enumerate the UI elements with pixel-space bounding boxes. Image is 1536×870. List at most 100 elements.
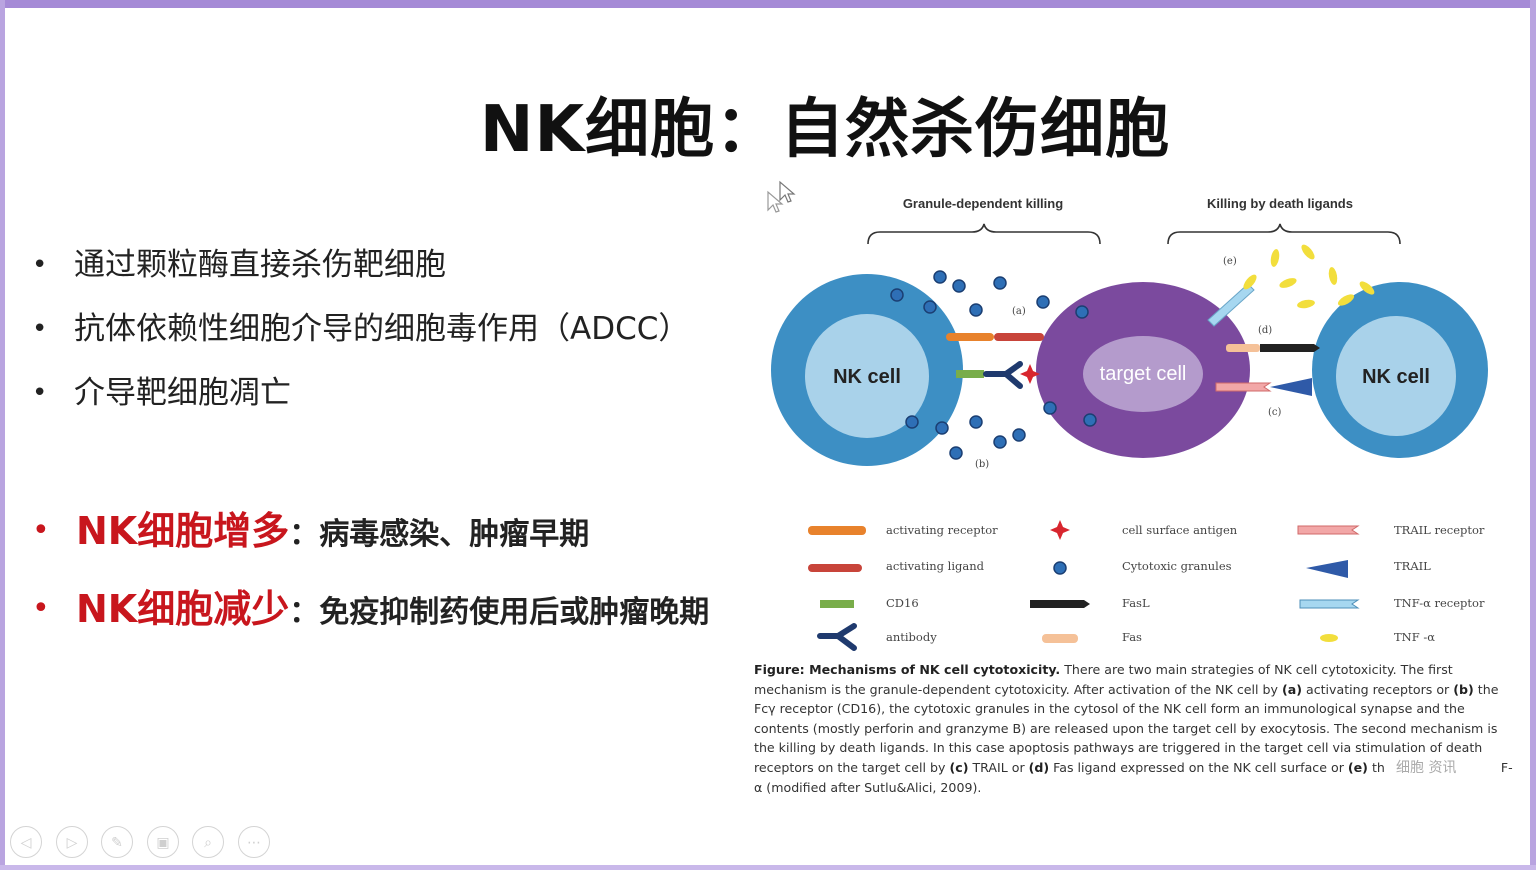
caption-mark: (d) xyxy=(1028,759,1050,775)
tnf-alpha xyxy=(1337,294,1355,306)
legend-swatch-trail-receptor xyxy=(1297,525,1360,535)
mark-d: (d) xyxy=(1258,325,1272,336)
highlight-item-decrease: • NK细胞减少：免疫抑制药使用后或肿瘤晚期 xyxy=(32,581,772,659)
cell-surface-antigen xyxy=(1020,364,1040,384)
nk-cell-inner xyxy=(805,314,929,438)
granule xyxy=(969,303,983,317)
bullet-item: • 抗体依赖性细胞介导的细胞毒作用（ADCC） xyxy=(32,304,752,368)
bullet-dot: • xyxy=(32,314,48,344)
bullet-list: • 通过颗粒酶直接杀伤靶细胞 • 抗体依赖性细胞介导的细胞毒作用（ADCC） •… xyxy=(32,240,752,432)
caption-mark: (c) xyxy=(949,759,969,775)
figure-caption: Figure: Mechanisms of NK cell cytotoxici… xyxy=(754,660,1519,797)
fasl xyxy=(1260,344,1320,352)
tnf-alpha-molecules xyxy=(1243,244,1375,309)
legend-swatch-fasl xyxy=(1030,600,1090,608)
granule xyxy=(1036,295,1050,309)
brace-right xyxy=(1167,223,1401,245)
bullet-dot: • xyxy=(32,591,50,626)
trail-receptor xyxy=(1215,382,1272,392)
granule xyxy=(935,421,949,435)
window-frame-bottom xyxy=(0,865,1536,870)
nk-cell-inner xyxy=(1336,316,1456,436)
caption-text: th xyxy=(1367,759,1385,775)
cytotoxic-granules xyxy=(890,270,1097,460)
caption-text: the Fcγ receptor (CD16), the cytotoxic g… xyxy=(754,681,1499,775)
legend-swatch-trail xyxy=(1306,560,1348,578)
pen-icon[interactable]: ✎ xyxy=(101,826,133,858)
nk-cell-label: NK cell xyxy=(1362,366,1430,388)
caption-mark: (b) xyxy=(1453,681,1474,697)
bullet-item: • 通过颗粒酶直接杀伤靶细胞 xyxy=(32,240,752,304)
highlight-text: 病毒感染、肿瘤早期 xyxy=(319,517,590,552)
header-granule-killing: Granule-dependent killing xyxy=(903,196,1063,211)
highlight-label: NK细胞减少 xyxy=(76,587,290,631)
caption-text: There are two main strategies of NK cell… xyxy=(754,662,1453,697)
bullet-item: • 介导靶细胞凋亡 xyxy=(32,368,752,432)
legend-label: activating ligand xyxy=(886,559,985,573)
bullet-dot: • xyxy=(32,250,48,280)
legend-label: Cytotoxic granules xyxy=(1122,559,1232,573)
window-frame-left xyxy=(0,0,5,870)
tnf-alpha xyxy=(1270,249,1280,267)
brace-left xyxy=(867,223,1101,245)
granule xyxy=(1083,413,1097,427)
caption-text: Fas ligand expressed on the NK cell surf… xyxy=(1049,759,1348,775)
trail xyxy=(1270,378,1312,396)
legend-swatch-activating-receptor xyxy=(808,526,866,535)
mark-c: (c) xyxy=(1268,407,1282,418)
highlight-sep: ： xyxy=(289,595,320,630)
nk-cell-label: NK cell xyxy=(833,366,901,388)
target-cell-label: target cell xyxy=(1100,363,1187,385)
fas xyxy=(1226,344,1260,352)
slides-icon[interactable]: ▣ xyxy=(147,826,179,858)
watermark: 细胞 资讯 xyxy=(1396,760,1457,776)
slide-title: NK细胞：自然杀伤细胞 xyxy=(479,93,1171,167)
activating-receptor xyxy=(946,333,994,341)
diagram-legend: activating receptor activating ligand CD… xyxy=(808,520,1485,651)
activating-ligand xyxy=(994,333,1044,341)
mark-e: (e) xyxy=(1223,256,1237,267)
tnf-alpha xyxy=(1328,267,1338,285)
target-cell: target cell xyxy=(1036,282,1250,458)
legend-label: TNF -α xyxy=(1394,630,1435,644)
legend-swatch-antigen xyxy=(1050,520,1070,540)
legend-label: FasL xyxy=(1122,596,1150,610)
highlight-label: NK细胞增多 xyxy=(76,509,290,553)
nk-cytotoxicity-diagram: Granule-dependent killing Killing by dea… xyxy=(771,196,1488,651)
legend-swatch-tnf xyxy=(1320,634,1338,642)
bullet-dot: • xyxy=(32,378,48,408)
window-frame-right xyxy=(1530,0,1536,870)
bullet-text: 通过颗粒酶直接杀伤靶细胞 xyxy=(74,247,446,283)
highlight-line: NK细胞减少：免疫抑制药使用后或肿瘤晚期 xyxy=(76,581,709,641)
highlight-list: • NK细胞增多 ： 病毒感染、肿瘤早期 • NK细胞减少：免疫抑制药使用后或肿瘤晚… xyxy=(32,503,772,659)
legend-label: activating receptor xyxy=(886,523,998,537)
mark-b: (b) xyxy=(975,459,989,470)
caption-text: TRAIL or xyxy=(968,759,1029,775)
legend-label: antibody xyxy=(886,630,937,644)
legend-swatch-activating-ligand xyxy=(808,564,862,572)
mark-a: (a) xyxy=(1012,306,1026,317)
more-icon[interactable]: ⋯ xyxy=(238,826,270,858)
legend-label: TRAIL xyxy=(1394,559,1431,573)
granule xyxy=(905,415,919,429)
caption-mark: (e) xyxy=(1347,759,1368,775)
caption-label: Figure: Mechanisms of NK cell cytotoxici… xyxy=(754,662,1061,677)
target-cell-inner xyxy=(1083,336,1203,412)
granule xyxy=(890,288,904,302)
prev-icon[interactable]: ◁ xyxy=(10,826,42,858)
zoom-icon[interactable]: ⌕ xyxy=(192,826,224,858)
legend-label: Fas xyxy=(1122,630,1142,644)
granule xyxy=(1043,401,1057,415)
antibody xyxy=(983,361,1023,389)
legend-swatch-tnf-receptor xyxy=(1299,599,1360,609)
legend-swatch-antibody xyxy=(817,623,857,651)
granule xyxy=(952,279,966,293)
granule xyxy=(1075,305,1089,319)
granule xyxy=(969,415,983,429)
tnf-alpha xyxy=(1359,281,1375,295)
next-icon[interactable]: ▷ xyxy=(56,826,88,858)
caption-mark: (a) xyxy=(1281,681,1302,697)
granule xyxy=(1012,428,1026,442)
legend-label: cell surface antigen xyxy=(1122,523,1238,537)
granule xyxy=(923,300,937,314)
